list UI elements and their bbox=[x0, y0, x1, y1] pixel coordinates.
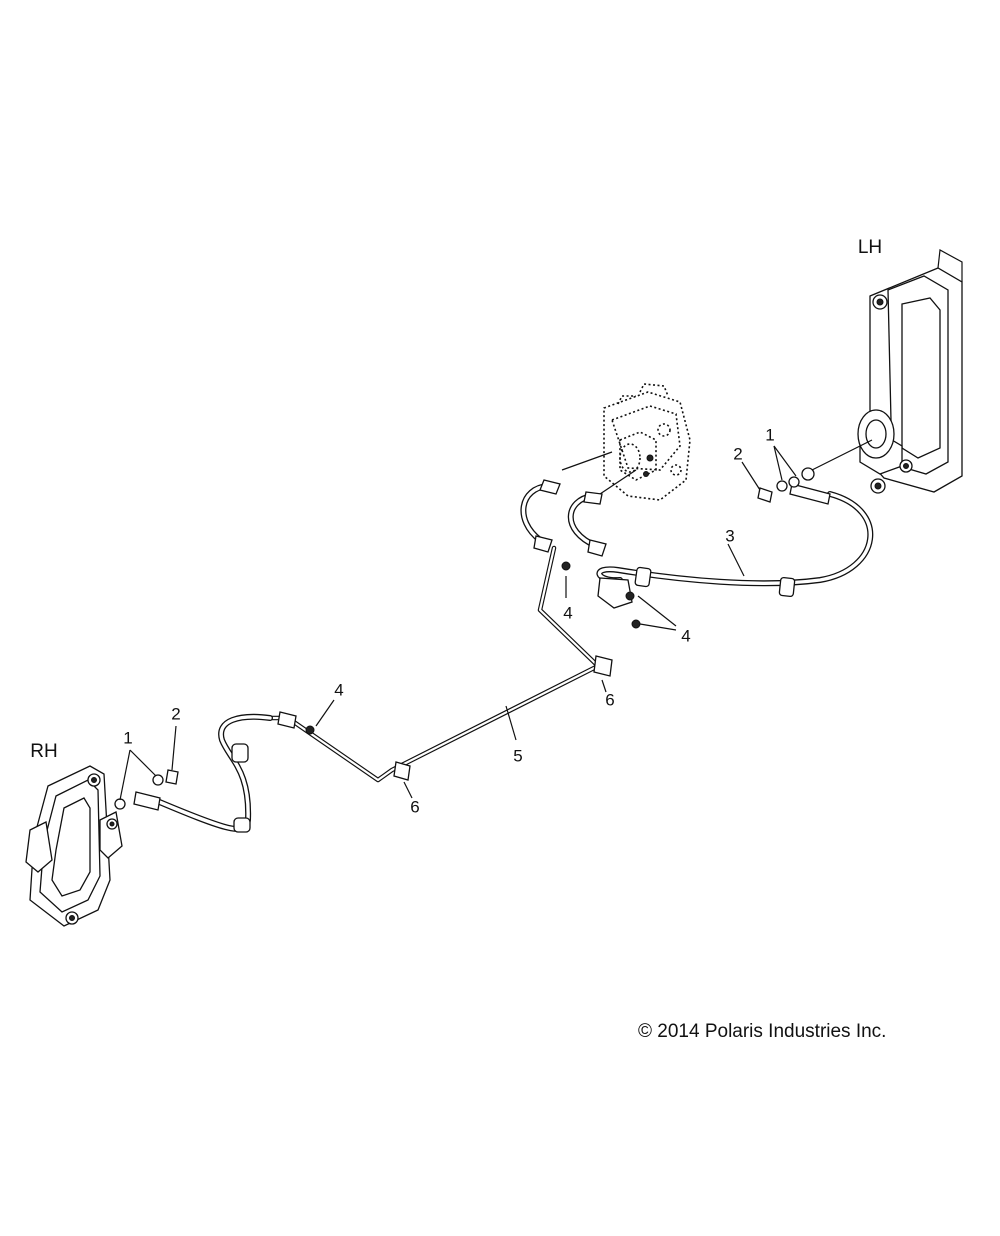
brake-line bbox=[267, 545, 613, 783]
callout-rh-seal-washer: 1 bbox=[123, 728, 132, 747]
callout-lh-seal-washer: 1 bbox=[765, 425, 774, 444]
callout-brake-line: 5 bbox=[513, 746, 522, 765]
lh-label: LH bbox=[858, 237, 882, 258]
copyright-notice: © 2014 Polaris Industries Inc. bbox=[638, 1021, 886, 1042]
rh-hardware bbox=[114, 769, 179, 810]
abs-module bbox=[603, 383, 691, 501]
callout-rh-banjo-bolt: 2 bbox=[171, 704, 180, 723]
rh-caliper bbox=[25, 765, 123, 927]
lh-hardware bbox=[757, 467, 815, 503]
callout-nut-left: 4 bbox=[334, 680, 343, 699]
lh-caliper bbox=[857, 249, 963, 494]
brake-hose-lh bbox=[596, 483, 874, 609]
leader-lines bbox=[119, 439, 873, 801]
brake-hose-rh bbox=[133, 711, 297, 833]
callout-nut-right: 4 bbox=[681, 626, 690, 645]
rh-label: RH bbox=[30, 741, 57, 762]
callout-clip-left: 6 bbox=[410, 797, 419, 816]
callout-nut-center: 4 bbox=[563, 603, 572, 622]
callout-brake-hose-lh: 3 bbox=[725, 526, 734, 545]
nuts bbox=[305, 561, 641, 735]
callout-lh-banjo-bolt: 2 bbox=[733, 444, 742, 463]
abs-hoses bbox=[520, 479, 607, 557]
callout-clip-right: 6 bbox=[605, 690, 614, 709]
